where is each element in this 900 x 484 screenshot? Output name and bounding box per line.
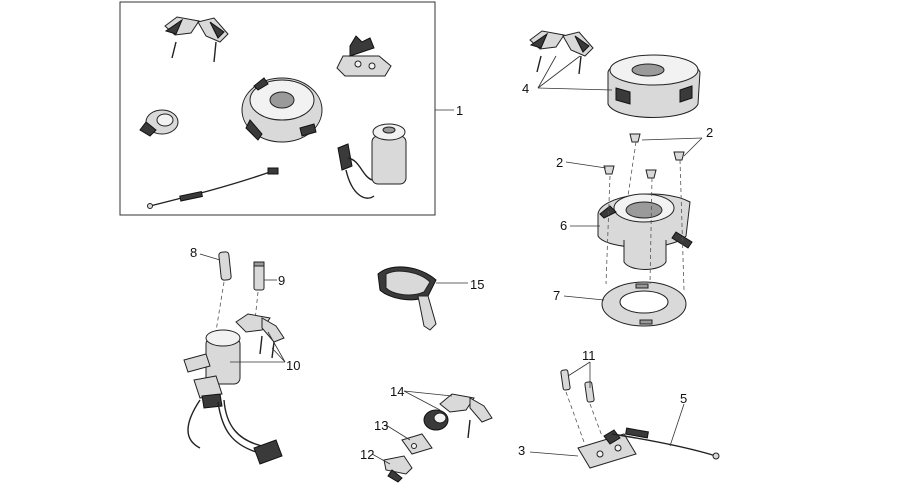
callout-12: 12 — [360, 447, 375, 462]
screws-item-11 — [560, 369, 595, 403]
kit-keys-pair — [164, 16, 229, 63]
callout-2b: 2 — [556, 155, 564, 170]
callout-13: 13 — [374, 418, 389, 433]
flange-item-6 — [597, 193, 693, 270]
cable-item-5 — [611, 427, 720, 460]
callout-4: 4 — [522, 81, 530, 96]
callout-8: 8 — [190, 245, 198, 260]
clip-item-12 — [383, 455, 413, 483]
kit-frame — [119, 1, 436, 216]
fuel-cap-item-4 — [607, 54, 701, 118]
callout-5: 5 — [680, 391, 688, 406]
callout-14: 14 — [390, 384, 405, 399]
kit-cable — [147, 167, 279, 209]
callout-3: 3 — [518, 443, 526, 458]
callout-1: 1 — [456, 103, 464, 118]
pin-item-8 — [218, 251, 232, 281]
callout-10: 10 — [286, 358, 301, 373]
keys-item-4 — [529, 30, 594, 75]
kit-lock-cylinder — [139, 109, 179, 137]
leader-lines — [199, 55, 703, 465]
callout-7: 7 — [553, 288, 561, 303]
lock-item-14 — [423, 393, 493, 439]
kit-fuel-cap — [241, 77, 323, 143]
pin-item-9 — [253, 261, 265, 291]
kit-ignition-switch — [337, 123, 407, 199]
callout-2a: 2 — [706, 125, 714, 140]
latch-item-3 — [577, 429, 637, 469]
ignition-switch — [183, 329, 283, 465]
gasket-item-7 — [601, 281, 687, 327]
callout-11: 11 — [582, 348, 596, 363]
screws-item-2 — [603, 133, 685, 179]
bracket-item-13 — [401, 433, 433, 455]
key-item-15 — [377, 266, 437, 331]
callout-15: 15 — [470, 277, 485, 292]
callout-9: 9 — [278, 273, 286, 288]
keys-item-10 — [235, 313, 285, 359]
kit-bracket — [336, 35, 392, 77]
callout-6: 6 — [560, 218, 568, 233]
